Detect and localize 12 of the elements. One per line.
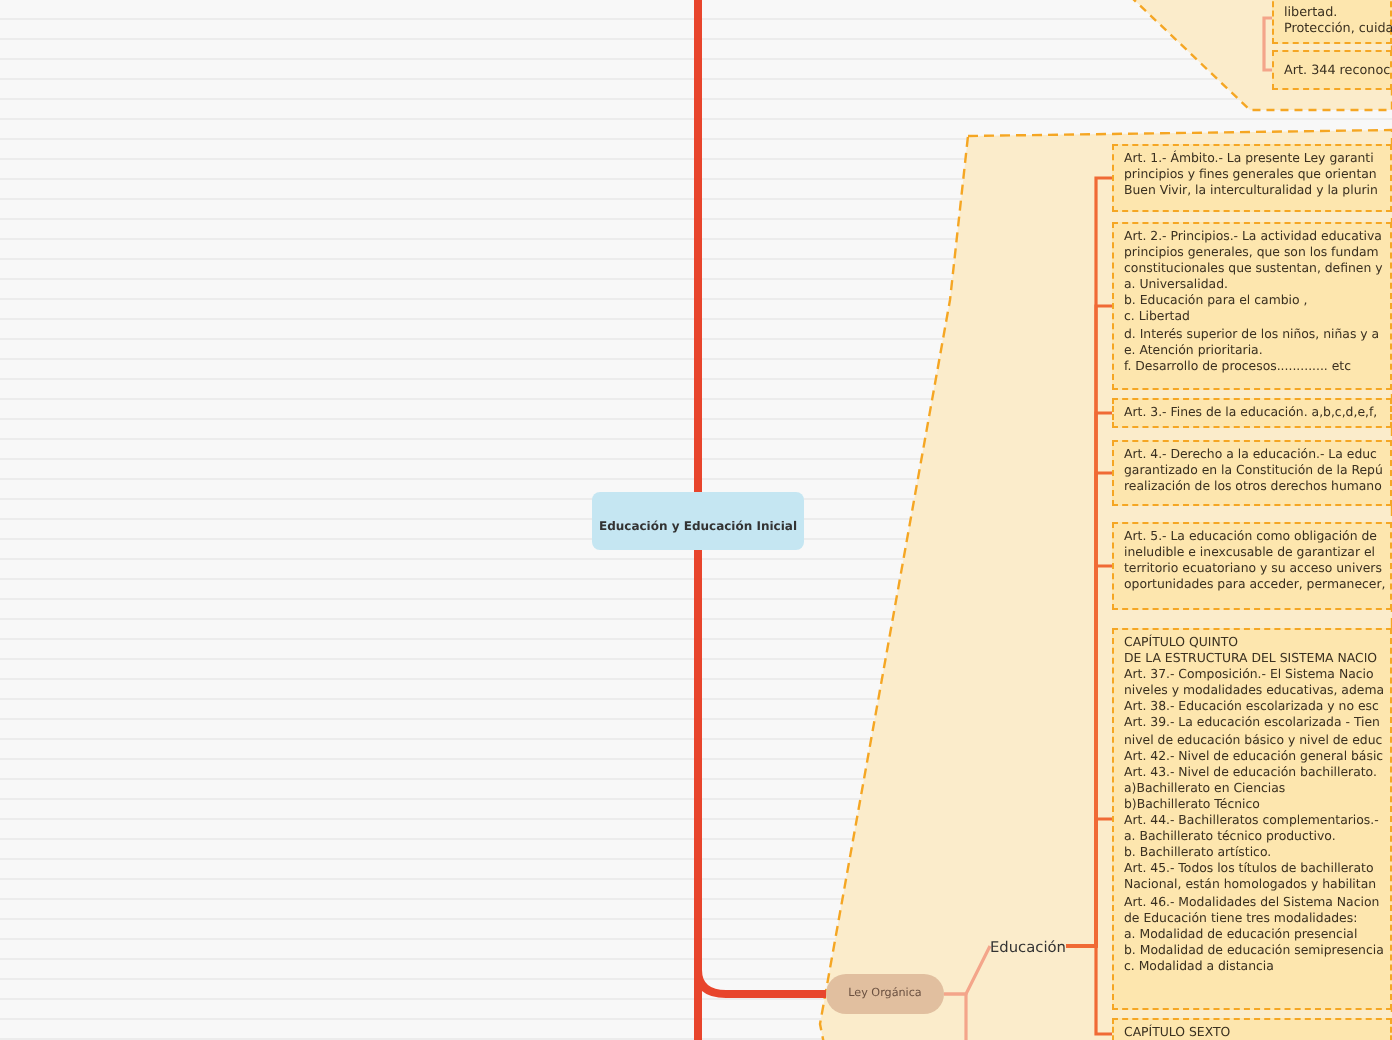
- topic-box: [1272, 0, 1392, 44]
- topic-box: [1272, 50, 1392, 90]
- connector-line: [694, 0, 702, 492]
- connector-line: [1066, 944, 1112, 1036]
- connector-line: [1262, 16, 1272, 72]
- connector-line: [944, 992, 968, 1040]
- note-box: [1112, 398, 1392, 428]
- note-box: [1112, 144, 1392, 212]
- note-box: [1112, 628, 1392, 1010]
- note-box: [1112, 522, 1392, 610]
- note-box: [1112, 222, 1392, 390]
- note-box: [1112, 440, 1392, 506]
